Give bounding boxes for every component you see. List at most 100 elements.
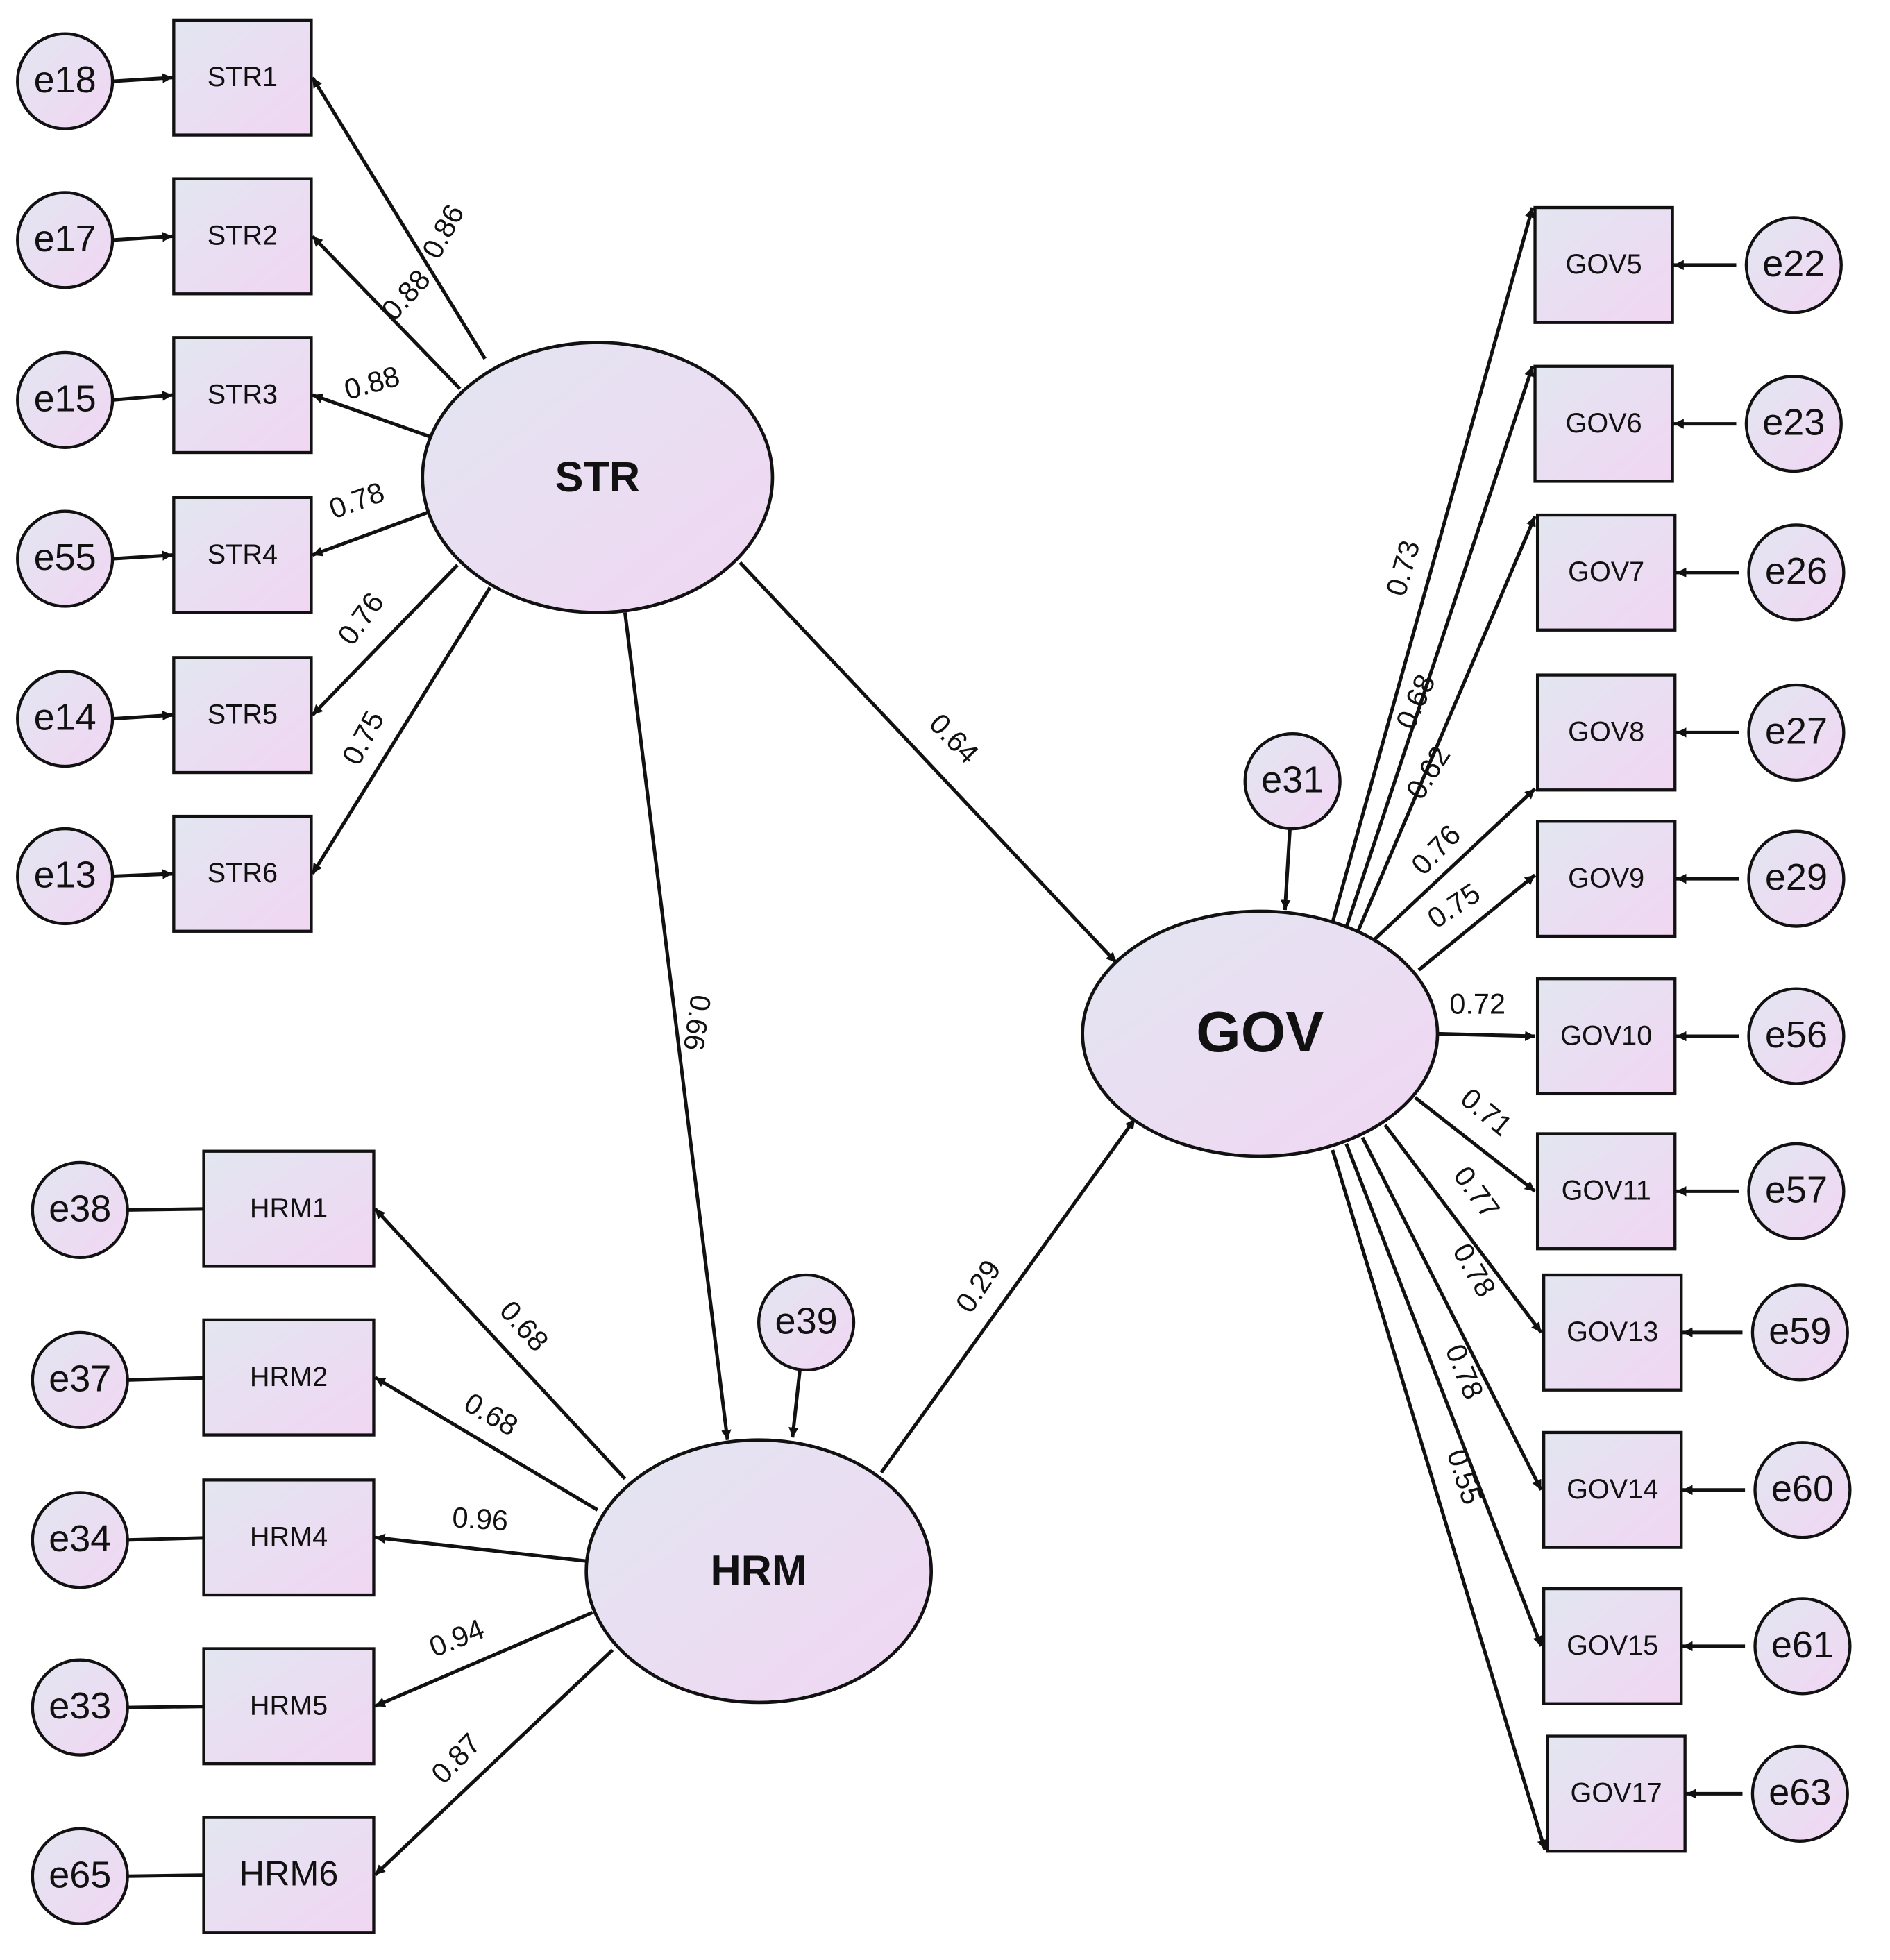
loading-gov-gov9-arrow xyxy=(1417,873,1537,972)
error-e31-arrow xyxy=(1281,827,1292,911)
loading-str3-coefficient: 0.88 xyxy=(341,360,403,406)
indicator-gov10-label: GOV10 xyxy=(1560,1020,1652,1051)
error-e55-label: e55 xyxy=(34,537,96,578)
error-e29-label: e29 xyxy=(1765,856,1828,898)
error-e55-arrow xyxy=(112,550,173,561)
indicator-str1-label: STR1 xyxy=(208,62,278,92)
indicator-gov7-label: GOV7 xyxy=(1568,557,1644,587)
loading-hrm-hrm6-arrow xyxy=(373,1648,614,1877)
latent-str-label: STR xyxy=(555,453,640,500)
error-e57-circle xyxy=(1747,1142,1846,1240)
loading-gov-gov13-arrow xyxy=(1383,1124,1543,1334)
loading-gov-gov11-arrow xyxy=(1414,1096,1537,1193)
indicator-str1-box xyxy=(172,18,313,137)
error-e39-label: e39 xyxy=(775,1301,838,1342)
error-e17-arrow xyxy=(112,232,173,242)
loading-gov-gov7-arrow xyxy=(1356,515,1537,933)
loading-gov-gov15-arrow xyxy=(1344,1143,1543,1647)
error-e57-label: e57 xyxy=(1765,1169,1828,1210)
indicator-gov8-box xyxy=(1535,673,1677,792)
error-e33-circle xyxy=(31,1658,129,1757)
error-e60-label: e60 xyxy=(1771,1468,1834,1510)
loading-str-str1-arrow xyxy=(311,76,487,360)
indicator-hrm6-label: HRM6 xyxy=(239,1854,339,1893)
indicator-gov10-box xyxy=(1535,977,1677,1096)
error-e33-label: e33 xyxy=(49,1685,111,1727)
indicator-str2-label: STR2 xyxy=(208,221,278,251)
indicator-str5-label: STR5 xyxy=(208,699,278,729)
loading-hrm5-coefficient: 0.94 xyxy=(425,1613,489,1664)
error-e18-circle xyxy=(16,32,115,130)
loading-str2-coefficient: 0.88 xyxy=(376,264,437,327)
indicator-gov6-box xyxy=(1533,364,1674,483)
indicator-gov17-label: GOV17 xyxy=(1571,1778,1662,1809)
loading-str-str5-arrow xyxy=(311,564,459,716)
error-e37-circle xyxy=(31,1330,129,1429)
error-e14-circle xyxy=(16,670,115,768)
loading-str-str6-arrow xyxy=(311,586,492,875)
error-e39-arrow xyxy=(788,1368,802,1438)
error-e26-circle xyxy=(1747,523,1846,622)
error-e56-circle xyxy=(1747,987,1846,1085)
error-e22-circle xyxy=(1744,216,1843,314)
indicator-gov9-label: GOV9 xyxy=(1568,863,1644,893)
loading-gov-gov8-arrow xyxy=(1371,787,1537,943)
latent-gov-ellipse xyxy=(1081,909,1440,1158)
error-e15-arrow xyxy=(112,391,173,402)
path-str-hrm-coefficient: 0.66 xyxy=(677,993,717,1053)
indicator-gov7-box xyxy=(1535,513,1677,632)
indicator-hrm4-box xyxy=(202,1478,376,1597)
latent-str-ellipse xyxy=(421,341,775,614)
error-e23-circle xyxy=(1744,374,1843,473)
error-e61-label: e61 xyxy=(1771,1624,1834,1666)
error-e65-label: e65 xyxy=(49,1854,111,1895)
indicator-hrm4-label: HRM4 xyxy=(250,1521,328,1552)
loading-str5-coefficient: 0.76 xyxy=(331,586,390,650)
edges-layer xyxy=(112,73,1746,1880)
loading-gov13-coefficient: 0.77 xyxy=(1447,1160,1506,1224)
loading-hrm6-coefficient: 0.87 xyxy=(425,1727,487,1790)
indicator-gov14-box xyxy=(1542,1430,1683,1549)
error-e61-circle xyxy=(1753,1597,1852,1696)
error-e37-label: e37 xyxy=(49,1358,111,1399)
indicator-hrm5-box xyxy=(202,1647,376,1766)
path-str-hrm-arrow xyxy=(623,612,732,1441)
loading-gov7-coefficient: 0.62 xyxy=(1400,741,1457,805)
loading-gov-gov14-arrow xyxy=(1360,1136,1543,1491)
indicator-gov5-label: GOV5 xyxy=(1566,249,1642,280)
loading-gov17-coefficient: 0.55 xyxy=(1441,1445,1489,1508)
error-e59-label: e59 xyxy=(1769,1310,1831,1352)
loading-hrm-hrm5-arrow xyxy=(374,1610,593,1708)
loading-gov5-coefficient: 0.73 xyxy=(1380,537,1426,600)
loading-gov-gov5-arrow xyxy=(1331,207,1535,923)
indicator-gov8-label: GOV8 xyxy=(1568,717,1644,747)
nodes-layer: STRGOVHRMSTR1STR2STR3STR4STR5STR6HRM1HRM… xyxy=(16,18,1852,1934)
indicator-str6-box xyxy=(172,814,313,933)
indicator-str3-label: STR3 xyxy=(208,379,278,409)
indicator-gov15-box xyxy=(1542,1587,1683,1705)
path-str-gov-coefficient: 0.64 xyxy=(923,707,985,770)
indicator-gov11-box xyxy=(1535,1132,1677,1251)
error-e60-circle xyxy=(1753,1441,1852,1539)
error-e38-circle xyxy=(31,1160,129,1259)
error-e26-label: e26 xyxy=(1765,550,1828,592)
indicator-str5-box xyxy=(172,656,313,775)
error-e22-label: e22 xyxy=(1762,243,1825,285)
loading-gov-gov6-arrow xyxy=(1344,365,1535,929)
indicator-hrm1-box xyxy=(202,1149,376,1268)
indicator-gov11-label: GOV11 xyxy=(1562,1176,1651,1206)
error-e55-circle xyxy=(16,509,115,608)
error-e27-circle xyxy=(1747,683,1846,782)
path-hrm-gov-arrow xyxy=(879,1117,1137,1474)
error-e17-circle xyxy=(16,191,115,289)
loading-gov11-coefficient: 0.71 xyxy=(1455,1082,1518,1142)
indicator-str6-label: STR6 xyxy=(208,858,278,888)
error-e13-arrow xyxy=(112,869,173,879)
error-e63-label: e63 xyxy=(1769,1771,1831,1813)
loading-str4-coefficient: 0.78 xyxy=(325,476,388,525)
error-e18-arrow xyxy=(112,73,173,83)
indicator-hrm5-label: HRM5 xyxy=(250,1691,328,1721)
latent-hrm-label: HRM xyxy=(710,1547,807,1594)
error-e17-label: e17 xyxy=(34,218,96,260)
error-e15-label: e15 xyxy=(34,378,96,419)
